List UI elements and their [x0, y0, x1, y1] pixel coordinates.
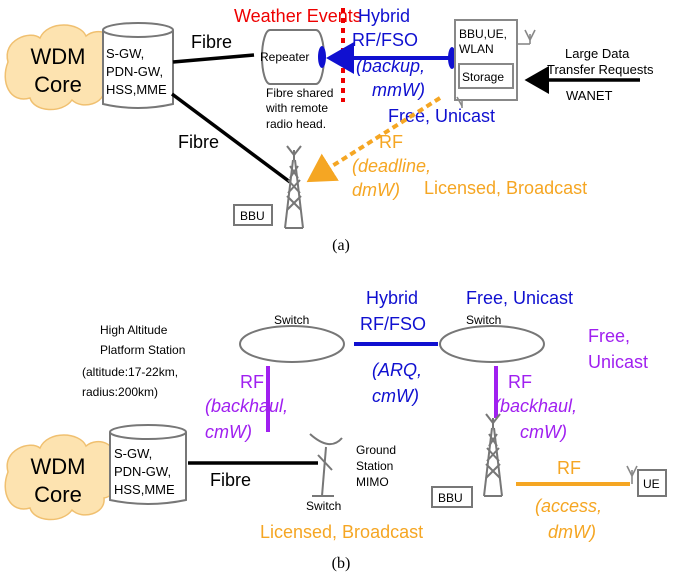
repeater-cylinder-a [261, 29, 326, 85]
dmw-label-a: dmW) [352, 180, 400, 200]
ue-antenna-icon-b [626, 465, 638, 484]
hap-line1-b: High Altitude [100, 323, 168, 337]
fibre-shared-1-a: Fibre shared [266, 86, 333, 100]
core-hss-b: HSS,MME [114, 482, 175, 497]
hap-line4-b: radius:200km) [82, 385, 158, 399]
wlan-label-a: WLAN [459, 42, 494, 56]
antenna-icon-a [517, 29, 536, 45]
fibre-label-diag-a: Fibre [178, 132, 219, 152]
storage-box-a [458, 63, 514, 89]
core-pdngw-a: PDN-GW, [106, 64, 163, 79]
bbu-box-a [233, 204, 273, 226]
storage-label-a: Storage [462, 70, 504, 84]
wdm-label-b: WDM [31, 454, 86, 479]
hybrid-label-b: Hybrid [366, 288, 418, 308]
free-unicast-label-a: Free, Unicast [388, 106, 495, 126]
rf-access-label-b: RF [557, 458, 581, 478]
repeater-label-a: Repeater [260, 50, 309, 64]
deadline-label-a: (deadline, [352, 156, 431, 176]
bbu-box-b [431, 486, 473, 508]
fibre-label-top-a: Fibre [191, 32, 232, 52]
cmw-left-label-b: cmW) [205, 422, 252, 442]
unicast-label-b: Unicast [588, 352, 648, 372]
ground-station-dish-icon-b [309, 433, 343, 497]
wanet-label-a: WANET [566, 88, 613, 103]
switch-bottom-label-b: Switch [306, 499, 341, 513]
antenna-icon-a2 [456, 96, 463, 108]
dmw-label-b: dmW) [548, 522, 596, 542]
rf-fso-label-a: RF/FSO [352, 30, 418, 50]
core-sgw-b: S-GW, [114, 446, 152, 461]
rf-left-label-b: RF [240, 372, 264, 392]
backup-label-a: (backup, [356, 56, 425, 76]
bbu-label-b: BBU [438, 491, 463, 505]
cell-tower-icon-b [483, 413, 503, 497]
licensed-broadcast-label-a: Licensed, Broadcast [424, 178, 587, 198]
free-label-b: Free, [588, 326, 630, 346]
hap-line3-b: (altitude:17-22km, [82, 365, 178, 379]
core-label-a: Core [34, 72, 82, 97]
ue-box-b [637, 469, 667, 497]
hap-line2-b: Platform Station [100, 343, 185, 357]
rf-fso-label-b: RF/FSO [360, 314, 426, 334]
core-gateway-box-b [109, 424, 187, 505]
ground-label-b: Ground [356, 443, 396, 457]
fibre-shared-2-a: with remote [265, 101, 328, 115]
fibre-line-diag-a [170, 92, 292, 184]
switch-right-icon-b [439, 325, 545, 363]
fibre-shared-3-a: radio head. [266, 117, 326, 131]
arq-label-b: (ARQ, [372, 360, 422, 380]
mmw-label-a: mmW) [372, 80, 425, 100]
switch-left-icon-b [239, 325, 345, 363]
access-label-b: (access, [535, 496, 602, 516]
ue-label-b: UE [643, 477, 660, 491]
weather-events-label-a: Weather Events [234, 6, 362, 26]
wdm-label-a: WDM [31, 44, 86, 69]
cmw-right-label-b: cmW) [520, 422, 567, 442]
caption-b: (b) [332, 555, 351, 572]
large-data-label-a: Large Data [565, 46, 630, 61]
core-pdngw-b: PDN-GW, [114, 464, 171, 479]
bbu-label-a: BBU [240, 209, 265, 223]
switch-left-label-b: Switch [274, 313, 309, 327]
rf-right-label-b: RF [508, 372, 532, 392]
free-unicast-top-b: Free, Unicast [466, 288, 573, 308]
switch-right-label-b: Switch [466, 313, 501, 327]
licensed-broadcast-label-b: Licensed, Broadcast [260, 522, 423, 542]
backhaul-left-label-b: (backhaul, [205, 396, 288, 416]
fibre-line-top-a [172, 53, 255, 64]
bbu-ue-label-a: BBU,UE, [459, 27, 507, 41]
core-hss-a: HSS,MME [106, 82, 167, 97]
hybrid-label-a: Hybrid [358, 6, 410, 26]
core-sgw-a: S-GW, [106, 46, 144, 61]
caption-a: (a) [332, 237, 350, 254]
cell-tower-icon-a [284, 145, 304, 229]
station-label-b: Station [356, 459, 393, 473]
mimo-label-b: MIMO [356, 475, 389, 489]
transfer-requests-label-a: Transfer Requests [547, 62, 654, 77]
core-gateway-box-a [102, 22, 174, 109]
cmw-label-b: cmW) [372, 386, 419, 406]
backhaul-right-label-b: (backhaul, [494, 396, 577, 416]
fibre-label-b: Fibre [210, 470, 251, 490]
rf-deadline-arrow-a [306, 96, 442, 183]
rf-label-a: RF [379, 132, 403, 152]
core-label-b: Core [34, 482, 82, 507]
